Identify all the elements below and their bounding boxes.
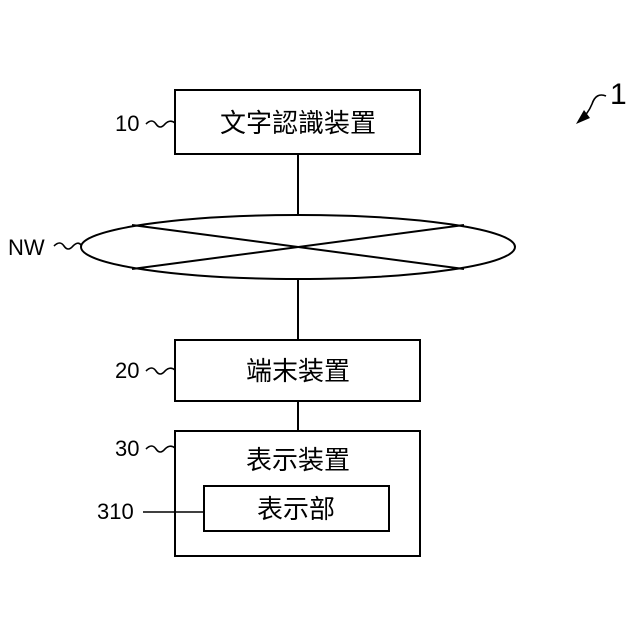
terminal-device-label: 端末装置 <box>246 357 350 387</box>
ref-30-leader <box>146 446 175 452</box>
ref-nw-leader <box>54 243 81 249</box>
ref-30: 30 <box>115 436 139 461</box>
char-recognition-device-label: 文字認識装置 <box>220 109 376 139</box>
ref-10-leader <box>146 121 175 127</box>
display-unit-label: 表示部 <box>257 495 335 525</box>
ref-310: 310 <box>97 499 134 524</box>
ref-20-leader <box>146 368 175 374</box>
ref-20: 20 <box>115 358 139 383</box>
figure-label: 1 <box>610 78 627 111</box>
ref-10: 10 <box>115 111 139 136</box>
ref-nw: NW <box>8 235 45 260</box>
display-device-label: 表示装置 <box>246 446 350 476</box>
